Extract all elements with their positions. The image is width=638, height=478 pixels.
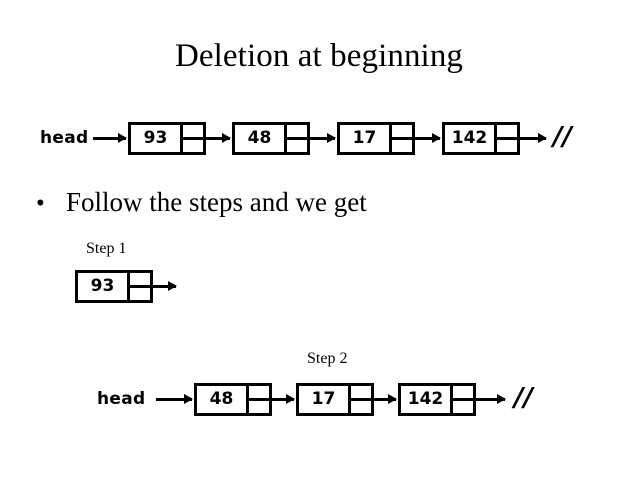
step2-node-pointer-stub-2 (350, 398, 368, 401)
node-pointer-stub-2 (286, 137, 304, 140)
node-value-1: 93 (131, 125, 183, 152)
arrow-node-4-to-null (514, 133, 547, 143)
step2-node-value-1: 48 (197, 386, 249, 413)
node-value-2: 48 (235, 125, 287, 152)
arrow-head-to-node-1 (93, 133, 127, 143)
step1-dangling-arrow (147, 281, 177, 291)
step-2-caption: Step 2 (307, 350, 348, 367)
page-title: Deletion at beginning (174, 38, 464, 74)
step2-node-value-3: 142 (401, 386, 453, 413)
bullet-marker-icon: • (36, 190, 45, 217)
bullet-text: Follow the steps and we get (66, 187, 367, 217)
arrow-node-3-to-4 (409, 133, 441, 143)
step-1-caption: Step 1 (86, 240, 127, 257)
arrow-step2-node-2-to-3 (368, 394, 397, 404)
step2-node-1: 48 (194, 383, 272, 416)
node-pointer-stub-1 (182, 137, 200, 140)
node-value-3: 17 (340, 125, 392, 152)
arrow-node-1-to-2 (200, 133, 231, 143)
head-pointer-label-original: head (40, 128, 89, 148)
arrow-head-to-step2-node-1 (156, 394, 193, 404)
null-terminator-original: // (553, 122, 572, 152)
step2-node-pointer-stub-1 (248, 398, 266, 401)
list-node-1: 93 (128, 122, 206, 155)
arrow-node-2-to-3 (304, 133, 336, 143)
head-pointer-label-step2: head (97, 389, 146, 409)
node-pointer-stub-3 (391, 137, 409, 140)
step1-node-value-1: 93 (78, 273, 130, 300)
null-terminator-step2: // (514, 383, 533, 413)
arrow-step2-node-1-to-2 (266, 394, 295, 404)
arrow-step2-node-3-to-null (470, 394, 506, 404)
step1-node-pointer-stub-1 (129, 285, 147, 288)
step2-node-value-2: 17 (299, 386, 351, 413)
node-pointer-stub-4 (496, 137, 514, 140)
step2-node-pointer-stub-3 (452, 398, 470, 401)
node-value-4: 142 (445, 125, 497, 152)
bullet-line: • Follow the steps and we get (36, 185, 367, 221)
